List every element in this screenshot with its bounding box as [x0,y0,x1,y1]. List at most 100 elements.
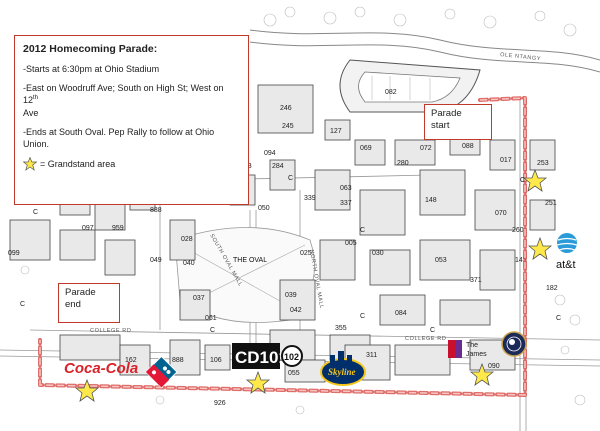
building-182: 182 [546,285,558,292]
parade-info-title: 2012 Homecoming Parade: [23,43,158,55]
cd101-logo: CD101 102 [232,343,303,369]
att-logo: at&t [556,233,578,271]
river-bank-north [249,29,600,61]
grandstand-stars [74,168,553,402]
building-072: 072 [420,145,432,152]
building-253: 253 [537,160,549,167]
building-888: 888 [150,207,162,214]
svg-text:The: The [466,342,478,349]
building-088: 088 [462,143,474,150]
building-099: 099 [8,250,20,257]
building-245: 245 [282,123,294,130]
building-127-shape [324,119,351,141]
the-oval-label: THE OVAL [233,257,267,264]
parade-start-callout: Parade start [424,104,492,140]
grandstand-legend: = Grandstand area [23,157,240,171]
building-094: 094 [264,150,276,157]
building-030: 030 [372,250,384,257]
building-037: 037 [193,295,205,302]
parade-end-line2: end [65,299,81,311]
parade-route-inner [39,97,526,396]
building-246: 246 [280,105,292,112]
svg-text:C: C [520,177,525,184]
grandstand-star-1 [522,168,548,192]
parade-end-description: -Ends at South Oval. Pep Rally to follow… [23,126,215,149]
building-055: 055 [288,370,300,377]
building-097: 097 [82,225,94,232]
building-049: 049 [150,257,162,264]
building-355: 355 [335,325,347,332]
dominos-logo [145,355,178,389]
buildings [9,84,556,383]
svg-text:C: C [360,227,365,234]
building-050: 050 [258,205,270,212]
river-label: OLE NTANGY [500,52,541,62]
building-106: 106 [210,357,222,364]
building-028: 028 [181,236,193,243]
building-061: 061 [205,315,217,322]
grandstand-star-2 [527,236,553,260]
grandstand-star-3 [469,362,495,386]
building-246-shape [257,84,314,134]
star-icon [23,157,37,171]
building-251: 251 [545,200,557,207]
parade-start-line2: start [431,120,450,132]
building-284: 284 [272,163,284,170]
building-148: 148 [425,197,437,204]
river-bank-south [249,41,600,73]
building-082: 082 [385,89,397,96]
building-926: 926 [214,400,226,407]
building-090: 090 [488,363,500,370]
building-888b: 888 [172,357,184,364]
svg-text:Coca-Cola: Coca-Cola [64,360,138,377]
building-017: 017 [500,157,512,164]
building-371: 371 [470,277,482,284]
building-959: 959 [112,225,124,232]
college-rd-label-east: COLLEGE RD [405,336,446,342]
building-145: 145 [515,257,527,264]
building-040: 040 [183,260,195,267]
building-311: 311 [366,352,377,359]
svg-text:C: C [288,175,293,182]
svg-text:102: 102 [284,352,299,362]
parade-start-line1: Parade [431,108,462,119]
svg-text:C: C [360,313,365,320]
building-339: 339 [304,195,316,202]
route-text-b: Ave [23,107,39,118]
svg-text:at&t: at&t [556,259,576,271]
building-260: 260 [512,227,524,234]
svg-text:C: C [33,209,38,216]
building-005: 005 [345,240,357,247]
svg-text:Skyline: Skyline [328,367,356,377]
route-text-sup: th [33,95,39,102]
parade-end-callout: Parade end [58,283,120,323]
svg-text:CD101: CD101 [235,348,288,367]
building-039: 039 [285,292,297,299]
building-025: 025 [300,250,312,257]
svg-text:C: C [556,315,561,322]
parade-start-time: -Starts at 6:30pm at Ohio Stadium [23,64,160,75]
grandstand-legend-label: = Grandstand area [40,158,116,169]
svg-text:C: C [430,327,435,334]
grandstand-star-5 [74,378,100,402]
parade-route-description: -East on Woodruff Ave; South on High St;… [23,82,240,118]
college-rd-label: COLLEGE RD [90,328,131,334]
route-text-a: -East on Woodruff Ave; South on High St;… [23,83,224,106]
badge-logo [501,331,527,357]
building-053: 053 [435,257,447,264]
building-280: 280 [397,160,409,167]
parade-info-box: 2012 Homecoming Parade: -Starts at 6:30p… [14,35,249,205]
building-063: 063 [340,185,352,192]
svg-text:James: James [466,351,487,358]
building-042: 042 [290,307,302,314]
the-james-logo: The James [448,340,487,358]
building-070: 070 [495,210,507,217]
building-069: 069 [360,145,372,152]
building-084: 084 [395,310,407,317]
skyline-logo: Skyline [320,351,366,386]
svg-text:C: C [20,301,25,308]
building-127: 127 [330,128,342,135]
cocacola-logo: Coca-Cola [64,360,138,377]
parade-end-line1: Parade [65,287,96,298]
